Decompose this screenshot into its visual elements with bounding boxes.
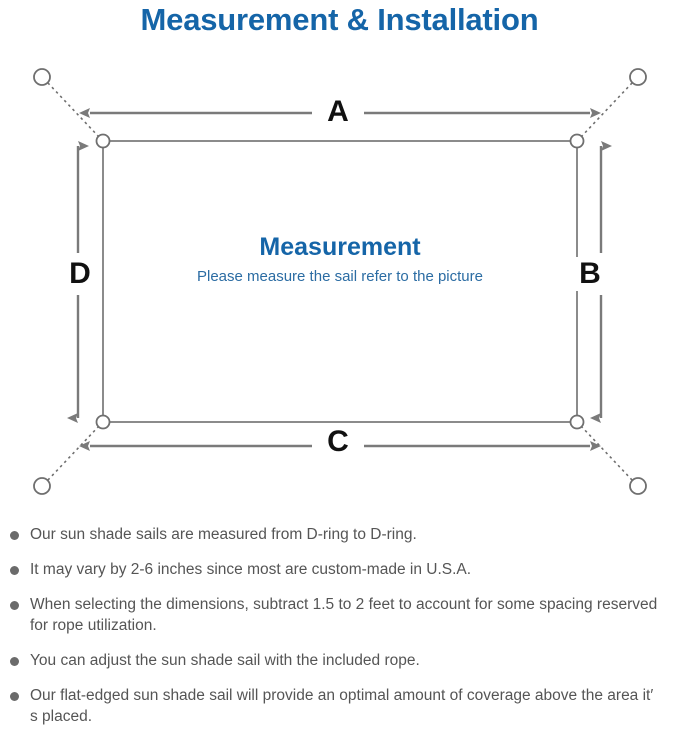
rope-top-left <box>47 82 100 138</box>
diagram-center-caption: Measurement Please measure the sail refe… <box>110 231 570 287</box>
rope-top-right <box>580 82 633 138</box>
list-item-text: Our flat-edged sun shade sail will provi… <box>30 687 654 725</box>
list-item: Our flat-edged sun shade sail will provi… <box>0 685 679 727</box>
list-item: When selecting the dimensions, subtract … <box>0 594 679 636</box>
dimension-label-d: D <box>64 257 96 291</box>
bullet-icon <box>10 566 19 575</box>
bullet-icon <box>10 692 19 701</box>
diagram-center-subtitle: Please measure the sail refer to the pic… <box>197 268 483 285</box>
bullet-icon <box>10 657 19 666</box>
list-item: Our sun shade sails are measured from D-… <box>0 524 679 545</box>
rope-bottom-right <box>580 425 633 481</box>
d-ring-top-left <box>95 133 111 149</box>
list-item: It may vary by 2-6 inches since most are… <box>0 559 679 580</box>
rope-bottom-left <box>47 425 100 481</box>
d-ring-top-right <box>569 133 585 149</box>
dimension-label-b: B <box>574 257 606 291</box>
diagram-canvas <box>33 68 647 495</box>
d-ring-bottom-left <box>95 414 111 430</box>
bullet-icon <box>10 601 19 610</box>
list-item-text: You can adjust the sun shade sail with t… <box>30 652 420 669</box>
list-item-text: Our sun shade sails are measured from D-… <box>30 526 417 543</box>
list-item: You can adjust the sun shade sail with t… <box>0 650 679 671</box>
dimension-label-a: A <box>316 95 360 129</box>
anchor-ring-bottom-left <box>33 477 51 495</box>
dimension-label-c: C <box>316 425 360 459</box>
measurement-diagram: A B C D Measurement Please measure the s… <box>0 46 679 516</box>
anchor-ring-top-left <box>33 68 51 86</box>
d-ring-bottom-right <box>569 414 585 430</box>
page-title: Measurement & Installation <box>140 2 539 37</box>
anchor-ring-bottom-right <box>629 477 647 495</box>
list-item-text: When selecting the dimensions, subtract … <box>30 596 658 634</box>
anchor-ring-top-right <box>629 68 647 86</box>
bullet-icon <box>10 531 19 540</box>
diagram-center-title: Measurement <box>259 233 421 261</box>
list-item-text: It may vary by 2-6 inches since most are… <box>30 561 472 578</box>
notes-list: Our sun shade sails are measured from D-… <box>0 524 679 741</box>
